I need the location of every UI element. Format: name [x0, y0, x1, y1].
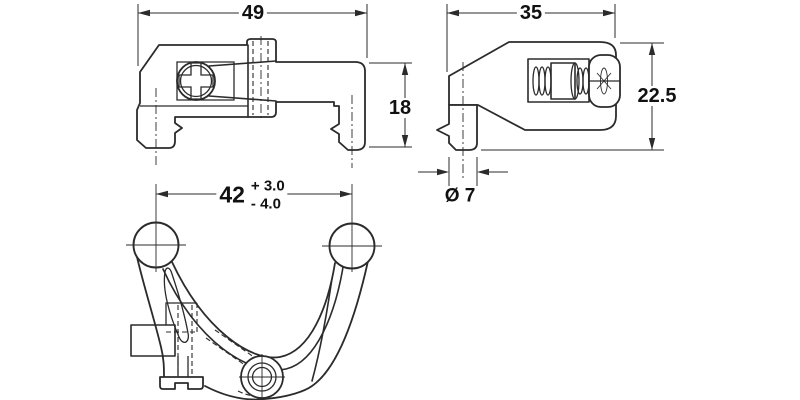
dimension-spacing-group: 42 + 3.0 - 4.0	[216, 178, 288, 212]
dimension-front-height: 18	[385, 98, 415, 118]
dimension-front-width: 49	[238, 3, 268, 23]
top-view-drawing	[126, 184, 382, 400]
dimension-peg-diameter: Ø 7	[441, 186, 479, 206]
dimension-side-height: 22.5	[634, 86, 680, 106]
side-view-drawing	[436, 41, 621, 178]
dimension-spacing-tolerance-minus: - 4.0	[250, 195, 281, 213]
dimension-spacing-tolerances: + 3.0 - 4.0	[251, 179, 285, 212]
dimension-side-depth: 35	[516, 3, 546, 23]
front-view-drawing	[136, 36, 366, 168]
dimension-spacing-value: 42	[219, 181, 245, 208]
dimension-spacing-tolerance-plus: + 3.0	[250, 177, 285, 195]
